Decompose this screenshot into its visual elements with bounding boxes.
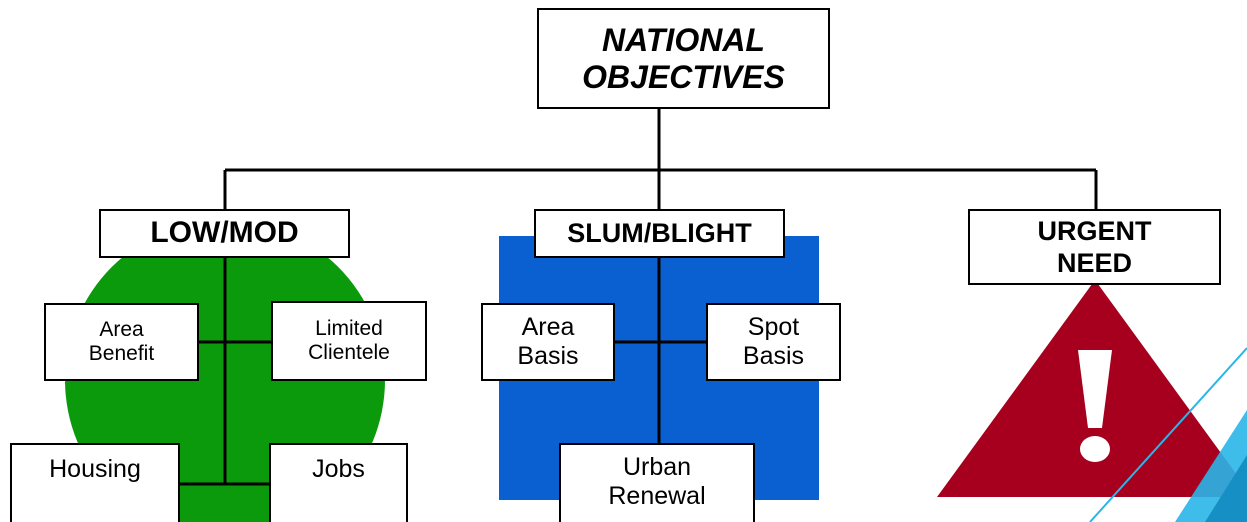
- urban-renewal-box: Urban Renewal: [559, 443, 755, 522]
- national-objectives-box: NATIONAL OBJECTIVES: [537, 8, 830, 109]
- area-basis-line2: Basis: [517, 342, 579, 370]
- slum-blight-box: SLUM/BLIGHT: [534, 209, 785, 258]
- slum-blight-label: SLUM/BLIGHT: [567, 217, 752, 248]
- spot-basis-line1: Spot: [747, 313, 800, 342]
- area-benefit-line2: Benefit: [88, 342, 155, 365]
- limited-clientele-line2: Clientele: [308, 341, 390, 364]
- spot-basis-line2: Basis: [742, 342, 805, 370]
- limited-clientele-line1: Limited: [315, 316, 383, 340]
- urgent-need-line1: URGENT: [1037, 215, 1152, 246]
- exclamation-mark: [1078, 350, 1112, 462]
- housing-box: Housing: [10, 443, 180, 522]
- jobs-label: Jobs: [312, 455, 365, 483]
- limited-clientele-box: Limited Clientele: [271, 301, 427, 381]
- housing-label: Housing: [49, 455, 141, 483]
- area-basis-box: Area Basis: [481, 303, 615, 381]
- urban-renewal-line2: Renewal: [608, 481, 706, 510]
- connector-lines: [178, 109, 1098, 486]
- urban-renewal-line1: Urban: [622, 453, 692, 481]
- area-benefit-box: Area Benefit: [44, 303, 199, 381]
- accent-wedge-dark: [1205, 455, 1247, 522]
- accent-line: [1089, 347, 1247, 522]
- area-basis-line1: Area: [521, 313, 575, 342]
- urgent-need-box: URGENT NEED: [968, 209, 1221, 285]
- spot-basis-box: Spot Basis: [706, 303, 841, 381]
- area-benefit-line1: Area: [99, 317, 144, 341]
- low-mod-box: LOW/MOD: [99, 209, 350, 258]
- urgent-need-line2: NEED: [1056, 248, 1132, 278]
- low-mod-label: LOW/MOD: [150, 216, 299, 250]
- root-title-line2: OBJECTIVES: [582, 58, 785, 95]
- root-title-line1: NATIONAL: [602, 21, 765, 58]
- jobs-box: Jobs: [269, 443, 408, 522]
